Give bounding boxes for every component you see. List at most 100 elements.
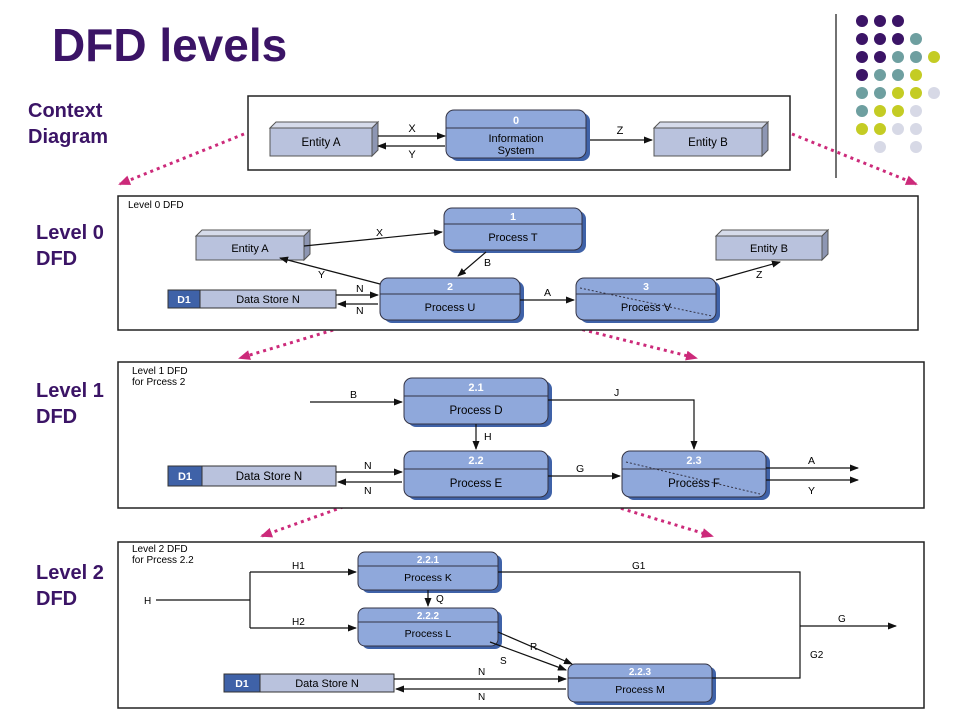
level1-panel: Level 1 DFD for Prcess 2 2.1 Process D 2… [117, 361, 925, 509]
level1-flow-a-label: A [808, 455, 815, 467]
level0-panel: Level 0 DFD Entity A Entity B 1 Process … [117, 195, 919, 331]
level1-process-3: 2.3 Process F [621, 450, 770, 500]
level1-label: Level 1 DFD [36, 378, 104, 430]
context-diagram-panel: Entity A 0 Information System Entity B X… [247, 95, 791, 171]
context-process-0-name-line1: Information [488, 133, 543, 145]
level0-label: Level 0 DFD [36, 220, 104, 272]
level2-flow-s-arrow [489, 641, 567, 671]
level2-process-1: 2.2.1 Process K [357, 551, 502, 593]
level1-flow-h-label: H [484, 431, 492, 443]
context-entity-b: Entity B [652, 120, 770, 158]
level1-flow-j-arrow [548, 399, 698, 450]
level2-flow-n2-label: N [478, 692, 485, 703]
level2-process-2-name: Process L [405, 628, 452, 640]
level2-process-1-name: Process K [404, 572, 452, 584]
level2-flow-h-label: H [144, 596, 151, 607]
level0-process-1-number: 1 [510, 211, 516, 223]
level0-caption: Level 0 DFD [128, 200, 184, 211]
level1-caption-line2: for Prcess 2 [132, 377, 186, 388]
level2-flow-r-arrow [497, 631, 573, 665]
context-entity-b-label: Entity B [688, 137, 728, 149]
level1-flow-b-label: B [350, 389, 357, 401]
level2-data-store: D1 Data Store N [223, 673, 395, 693]
level2-flow-g2-line [712, 626, 801, 679]
level2-label-line1: Level 2 [36, 562, 104, 584]
level1-process-1-name: Process D [449, 405, 502, 417]
level0-entity-a: Entity A [194, 228, 312, 262]
level2-flow-g1-line [498, 571, 801, 626]
level0-store-name: Data Store N [236, 294, 300, 306]
level1-process-1: 2.1 Process D [403, 377, 552, 427]
level0-flow-n1-label: N [356, 283, 364, 295]
level2-process-3-number: 2.2.3 [629, 667, 652, 678]
context-process-0: 0 Information System [445, 109, 590, 161]
level2-store-name: Data Store N [295, 678, 359, 690]
level0-process-1: 1 Process T [443, 207, 586, 253]
level0-entity-b-label: Entity B [750, 243, 788, 255]
level2-label-line2: DFD [36, 588, 78, 610]
level1-process-3-name: Process F [668, 478, 720, 490]
level1-data-store: D1 Data Store N [167, 465, 337, 487]
level0-flow-b-arrow [457, 251, 487, 277]
level2-flow-s-label: S [500, 656, 507, 667]
level2-flow-q-label: Q [436, 594, 444, 605]
level1-store-name: Data Store N [236, 471, 302, 483]
level0-flow-b-label: B [484, 257, 491, 269]
level1-flow-y-label: Y [808, 485, 815, 497]
level2-flow-h1-label: H1 [292, 561, 305, 572]
level2-process-1-number: 2.2.1 [417, 555, 440, 566]
level1-process-2-name: Process E [450, 478, 503, 490]
level0-process-2-name: Process U [425, 302, 476, 314]
level0-flow-y-label: Y [318, 269, 325, 281]
level1-label-line2: DFD [36, 406, 78, 428]
level2-store-id: D1 [235, 678, 249, 690]
level0-process-3-name: Process V [621, 302, 672, 314]
level0-flow-n2-label: N [356, 305, 364, 317]
level0-flow-x-arrow [303, 229, 443, 247]
level2-process-3: 2.2.3 Process M [567, 663, 716, 705]
level0-flow-y-arrow [279, 256, 381, 285]
level0-process-1-name: Process T [488, 232, 538, 244]
level2-flow-g1-label: G1 [632, 561, 646, 572]
level1-flow-n1-label: N [364, 460, 372, 472]
page-title: DFD levels [52, 19, 288, 71]
level0-store-id: D1 [177, 294, 191, 306]
level0-entity-a-label: Entity A [231, 243, 269, 255]
level2-flow-r-label: R [530, 642, 537, 653]
level2-process-2: 2.2.2 Process L [357, 607, 502, 649]
level1-store-id: D1 [178, 471, 192, 483]
level2-label: Level 2 DFD [36, 560, 104, 612]
level2-panel: Level 2 DFD for Prcess 2.2 2.2.1 Process… [117, 541, 925, 709]
level1-flow-g-label: G [576, 463, 584, 475]
level0-label-line1: Level 0 [36, 222, 104, 244]
level2-process-3-name: Process M [615, 684, 665, 696]
level0-process-3-number: 3 [643, 281, 649, 293]
context-entity-a: Entity A [268, 120, 380, 158]
context-flow-y-label: Y [408, 149, 416, 161]
level0-flow-a-label: A [544, 287, 551, 299]
level1-process-2: 2.2 Process E [403, 450, 552, 500]
context-flow-z-label: Z [617, 125, 624, 137]
level0-process-2-number: 2 [447, 281, 453, 293]
context-diagram-label: Context Diagram [28, 98, 108, 150]
level2-process-2-number: 2.2.2 [417, 611, 440, 622]
level0-data-store: D1 Data Store N [167, 289, 337, 309]
level2-flow-g-label: G [838, 614, 846, 625]
decorative-dot-grid [835, 14, 940, 178]
level1-flow-n2-label: N [364, 485, 372, 497]
level0-process-3: 3 Process V [575, 277, 720, 323]
context-label-line1: Context [28, 100, 103, 122]
level1-flow-j-label: J [614, 387, 619, 399]
level0-label-line2: DFD [36, 248, 78, 270]
level2-flow-n1-label: N [478, 667, 485, 678]
context-entity-a-label: Entity A [302, 137, 341, 149]
level0-flow-z-arrow [715, 260, 781, 281]
level1-process-3-number: 2.3 [686, 455, 701, 467]
level2-flow-h2-label: H2 [292, 617, 305, 628]
level2-caption-line1: Level 2 DFD [132, 544, 188, 555]
level1-label-line1: Level 1 [36, 380, 104, 402]
level1-process-1-number: 2.1 [468, 382, 483, 394]
level0-flow-z-label: Z [756, 269, 763, 281]
context-flow-x-label: X [408, 123, 416, 135]
